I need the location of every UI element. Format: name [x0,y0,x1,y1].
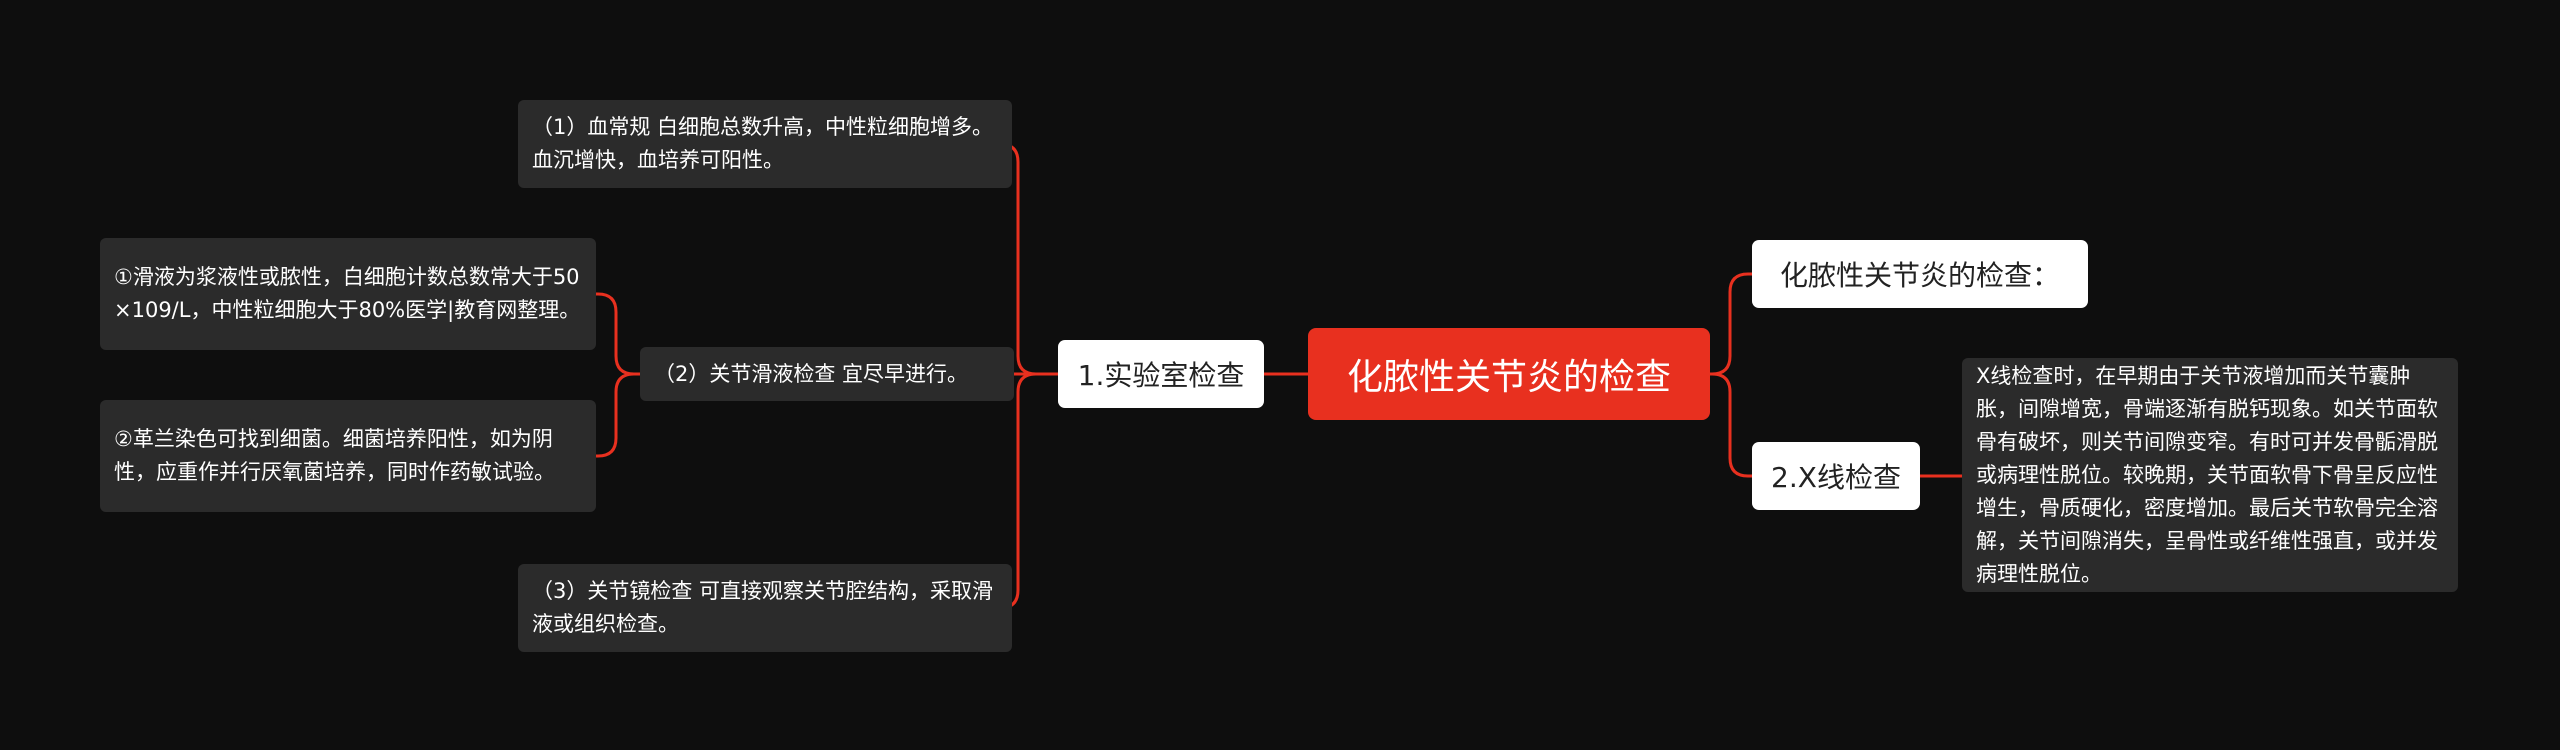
connector-synovial-child1 [596,292,640,376]
xray-detail-node[interactable]: X线检查时，在早期由于关节液增加而关节囊肿胀，间隙增宽，骨端逐渐有脱钙现象。如关… [1962,358,2458,592]
connector-root-intro [1710,272,1752,376]
synovial-test-text: （2）关节滑液检查 宜尽早进行。 [654,361,969,386]
connector-root-xray [1710,372,1752,478]
synovial-child-1-node[interactable]: ①滑液为浆液性或脓性，白细胞计数总数常大于50×109/L，中性粒细胞大于80%… [100,238,596,350]
intro-node[interactable]: 化脓性关节炎的检查： [1752,240,2088,308]
arthroscopy-text: （3）关节镜检查 可直接观察关节腔结构，采取滑液或组织检查。 [532,579,994,636]
xray-detail-text: X线检查时，在早期由于关节液增加而关节囊肿胀，间隙增宽，骨端逐渐有脱钙现象。如关… [1976,363,2438,586]
connector-synovial-child2 [596,372,640,458]
root-label: 化脓性关节炎的检查 [1346,357,1671,398]
root-node[interactable]: 化脓性关节炎的检查 [1308,328,1710,420]
xray-node[interactable]: 2.X线检查 [1752,442,1920,510]
lab-label: 1.实验室检查 [1077,359,1245,392]
blood-test-text: （1）血常规 白细胞总数升高，中性粒细胞增多。血沉增快，血培养可阳性。 [532,115,994,172]
synovial-test-node[interactable]: （2）关节滑液检查 宜尽早进行。 [640,347,1014,401]
synovial-child-2-text: ②革兰染色可找到细菌。细菌培养阳性，如为阴性，应重作并行厌氧菌培养，同时作药敏试… [114,427,555,484]
synovial-child-1-text: ①滑液为浆液性或脓性，白细胞计数总数常大于50×109/L，中性粒细胞大于80%… [114,265,581,322]
intro-label: 化脓性关节炎的检查： [1779,259,2060,292]
arthroscopy-node[interactable]: （3）关节镜检查 可直接观察关节腔结构，采取滑液或组织检查。 [518,564,1012,652]
blood-test-node[interactable]: （1）血常规 白细胞总数升高，中性粒细胞增多。血沉增快，血培养可阳性。 [518,100,1012,188]
lab-node[interactable]: 1.实验室检查 [1058,340,1264,408]
xray-label: 2.X线检查 [1771,461,1901,494]
synovial-child-2-node[interactable]: ②革兰染色可找到细菌。细菌培养阳性，如为阴性，应重作并行厌氧菌培养，同时作药敏试… [100,400,596,512]
